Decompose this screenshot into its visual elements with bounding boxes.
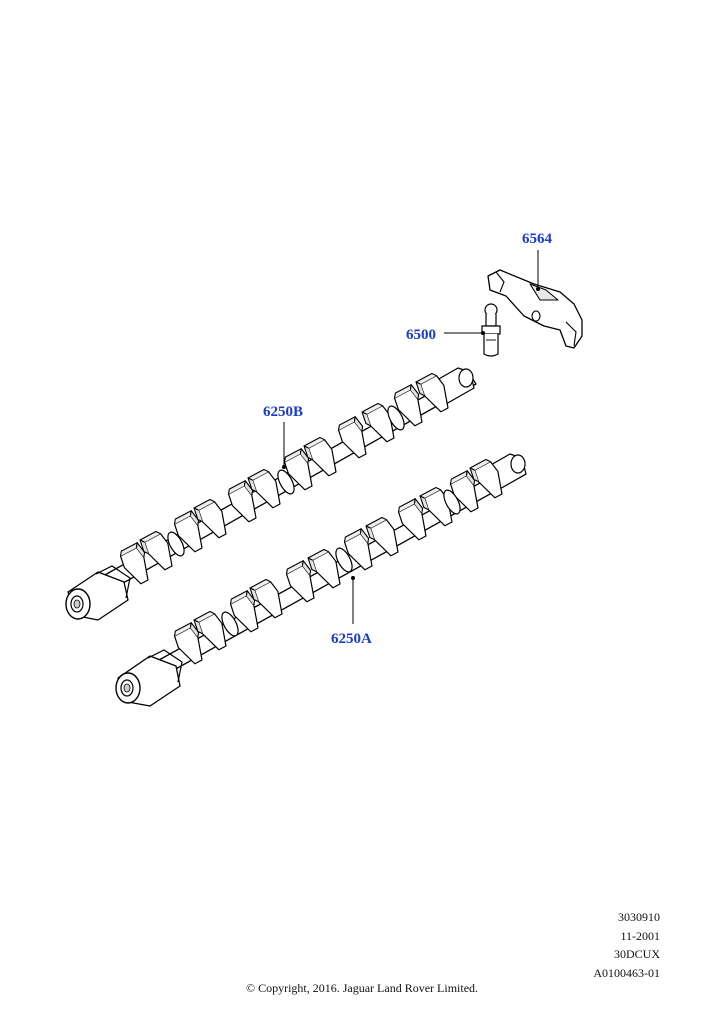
camshaft-a-front-end: [115, 649, 183, 707]
leader-lines: [282, 250, 540, 624]
callout-6250b-label: 6250B: [263, 404, 304, 420]
reference-line-4: A0100463-01: [593, 965, 660, 980]
callout-6564-label: 6564: [522, 231, 552, 247]
callout-6250b[interactable]: 6250B: [263, 404, 303, 420]
callout-6500[interactable]: 6500: [406, 327, 436, 343]
camshaft-b-front-end: [65, 565, 131, 621]
reference-line-1: 3030910: [618, 910, 660, 924]
callout-6500-label: 6500: [406, 327, 436, 343]
reference-codes: 3030910 11-2001 30DCUX A0100463-01: [593, 908, 660, 982]
reference-line-3: 30DCUX: [613, 947, 660, 961]
hydraulic-lash-adjuster: [481, 303, 501, 357]
copyright-notice: © Copyright, 2016. Jaguar Land Rover Lim…: [245, 981, 479, 995]
callout-6564[interactable]: 6564: [522, 231, 552, 247]
callout-6250a-label: 6250A: [331, 631, 372, 647]
callout-6250a[interactable]: 6250A: [331, 631, 372, 647]
finger-follower-rocker-arm: [487, 269, 583, 349]
camshaft-a: [115, 453, 527, 707]
camshaft-b: [65, 367, 477, 621]
reference-line-2: 11-2001: [620, 928, 660, 943]
